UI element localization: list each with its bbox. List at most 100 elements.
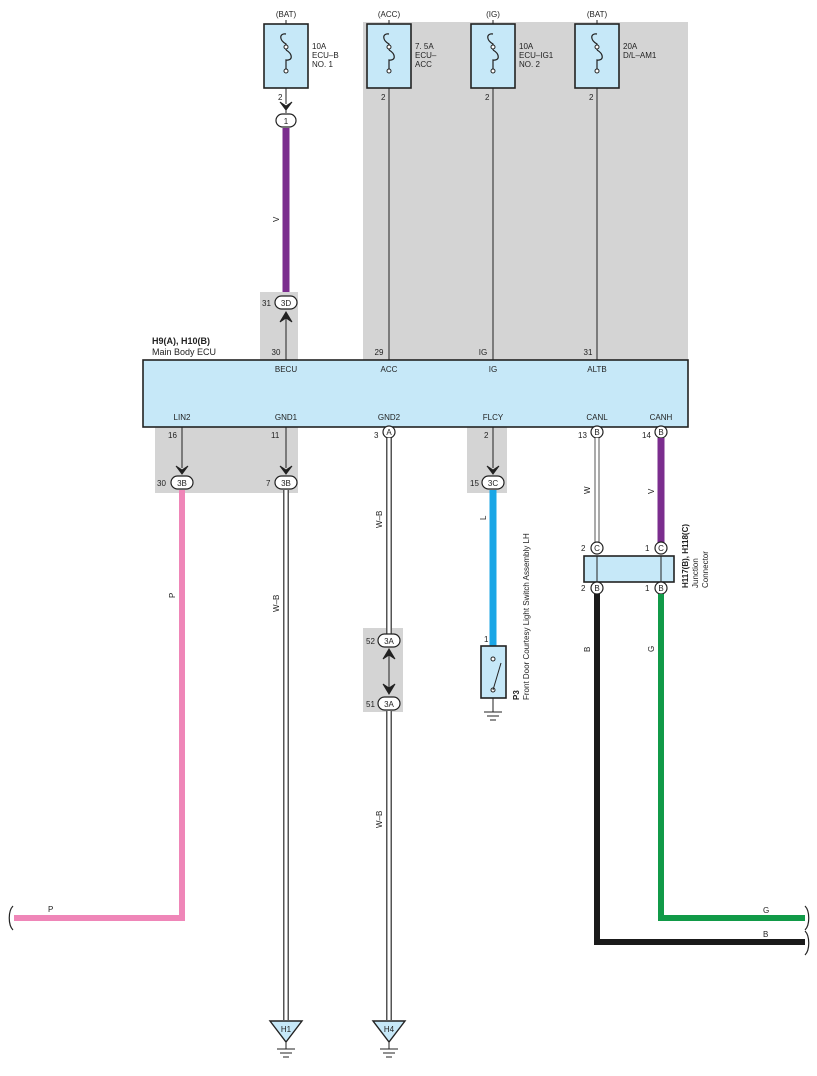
fuse-ecu-b-no1: (BAT) 10A ECU–B NO. 1 2	[263, 10, 339, 102]
lin2-branch: 3B 30 P P	[8, 427, 194, 931]
ecu-name: Main Body ECU	[152, 347, 216, 357]
terminal-becu: BECU	[275, 365, 297, 374]
fuse-icon	[487, 33, 499, 70]
ecu-pin-gnd2: 3	[374, 431, 379, 440]
junction-name-2: Connector	[701, 551, 710, 588]
fuse-icon	[280, 33, 292, 70]
connector-3b-gnd-label: 3B	[281, 479, 291, 488]
ground-icon	[277, 1048, 295, 1058]
ecu-id: H9(A), H10(B)	[152, 336, 210, 346]
fuse-ecu-acc: (ACC) 7. 5A ECU– ACC 2	[366, 10, 437, 102]
ecu-pin-gnd1: 11	[271, 431, 280, 440]
junction-top-left-pin: 2	[581, 544, 586, 553]
ecu-pin-lin2: 16	[168, 431, 177, 440]
fuse-pin: 2	[485, 93, 490, 102]
main-body-ecu: BECU ACC IG ALTB LIN2 GND1 GND2 FLCY CAN…	[142, 359, 689, 428]
wire-green-out	[658, 594, 805, 921]
terminal-gnd2: GND2	[378, 413, 401, 422]
wire-lin2-out-label: P	[48, 905, 53, 914]
ecu-pin-canl: 13	[578, 431, 587, 440]
ground-icon	[380, 1048, 398, 1058]
fuse-name: ECU–IG1	[519, 51, 554, 60]
wire-canl-label: W	[583, 486, 592, 494]
junction-bot-right-pin: 1	[645, 584, 650, 593]
top-wires	[279, 88, 598, 360]
terminal-canl: CANL	[586, 413, 608, 422]
junction-bot-left-pin: 2	[581, 584, 586, 593]
connector-1: 1	[275, 113, 297, 128]
connector-3c-label: 3C	[488, 479, 498, 488]
connector-3b-lin-pin: 30	[157, 479, 166, 488]
wire-junction-right-label: G	[647, 646, 656, 652]
canh-connector-letter: B	[658, 428, 663, 437]
gnd2-branch: A W–B 3A 52 3A 51 W–B H4	[366, 425, 407, 1058]
wire-gnd2-lower-label: W–B	[375, 811, 384, 828]
shade-fuse-area	[363, 22, 688, 360]
fuse-name: D/L–AM1	[623, 51, 657, 60]
wire-canh-label: V	[647, 488, 656, 494]
wire-black-out-label: B	[763, 930, 768, 939]
wire-becu-label: V	[272, 216, 281, 222]
ecu-pin-ig: IG	[479, 348, 487, 357]
ground-h1-label: H1	[281, 1025, 292, 1034]
can-outputs: B B G G	[583, 594, 810, 956]
junction-name-1: Junction	[691, 558, 700, 588]
wire-gnd1-label: W–B	[272, 595, 281, 612]
fuse-name: ECU–B	[312, 51, 339, 60]
terminal-lin2: LIN2	[174, 413, 191, 422]
terminal-flcy: FLCY	[483, 413, 504, 422]
wire-junction-left-label: B	[583, 647, 592, 652]
junction-bot-right-letter: B	[658, 584, 663, 593]
connector-3d-label: 3D	[281, 299, 291, 308]
canl-connector-letter: B	[594, 428, 599, 437]
courtesy-switch: P3 Front Door Courtesy Light Switch Asse…	[480, 533, 531, 721]
junction-id: H117(B), H118(C)	[681, 524, 690, 588]
fuse-rating: 20A	[623, 42, 638, 51]
flcy-branch: 3C 15 L 1	[470, 427, 505, 646]
fuse-icon	[383, 33, 395, 70]
wire-lin2-pink	[14, 490, 185, 921]
ecu-pin-acc: 29	[375, 348, 384, 357]
connector-3a-top-pin: 52	[366, 637, 375, 646]
connector-3d: 3D 31	[262, 295, 298, 310]
junction-connector: 2 C 1 C 2 B 1 B H117(B), H118(C) Junctio…	[581, 524, 710, 595]
fuse-icon	[591, 33, 603, 70]
connector-gnd2-letter: A	[386, 428, 392, 437]
connector-3b-gnd-pin: 7	[266, 479, 271, 488]
fuse-name-2: ACC	[415, 60, 432, 69]
switch-icon	[490, 656, 502, 693]
fuse-pin: 2	[589, 93, 594, 102]
switch-pin: 1	[484, 635, 489, 644]
connector-3a-bot-label: 3A	[384, 700, 394, 709]
fuse-pin: 2	[381, 93, 386, 102]
junction-top-right-pin: 1	[645, 544, 650, 553]
fuse-name-2: NO. 1	[312, 60, 333, 69]
junction-bot-left-letter: B	[594, 584, 599, 593]
terminal-altb: ALTB	[587, 365, 606, 374]
connector-3b-lin-label: 3B	[177, 479, 187, 488]
fuse-ecu-ig1-no2: (IG) 10A ECU–IG1 NO. 2 2	[470, 10, 554, 102]
ecu-pin-canh: 14	[642, 431, 651, 440]
ground-icon	[484, 711, 502, 721]
terminal-gnd1: GND1	[275, 413, 298, 422]
fuse-rating: 7. 5A	[415, 42, 434, 51]
gnd1-branch: 3B 7 W–B H1	[266, 427, 304, 1058]
fuse-name: ECU–	[415, 51, 437, 60]
junction-top-left-letter: C	[594, 544, 600, 553]
fuse-source: (ACC)	[378, 10, 401, 19]
wire-lin2-down-label: P	[168, 593, 177, 598]
fuse-pin: 2	[278, 93, 283, 102]
can-lines: B W B V	[583, 425, 668, 543]
ground-h4-label: H4	[384, 1025, 395, 1034]
wire-gnd2-upper-label: W–B	[375, 511, 384, 528]
fuse-source: (BAT)	[587, 10, 608, 19]
connector-3d-pin: 31	[262, 299, 271, 308]
fuse-rating: 10A	[519, 42, 534, 51]
wire-flcy-label: L	[479, 515, 488, 520]
fuse-source: (BAT)	[276, 10, 297, 19]
connector-3a-top-label: 3A	[384, 637, 394, 646]
switch-name: Front Door Courtesy Light Switch Assembl…	[522, 533, 531, 700]
wire-black-out	[594, 594, 805, 945]
fuse-dl-am1: (BAT) 20A D/L–AM1 2	[574, 10, 657, 102]
